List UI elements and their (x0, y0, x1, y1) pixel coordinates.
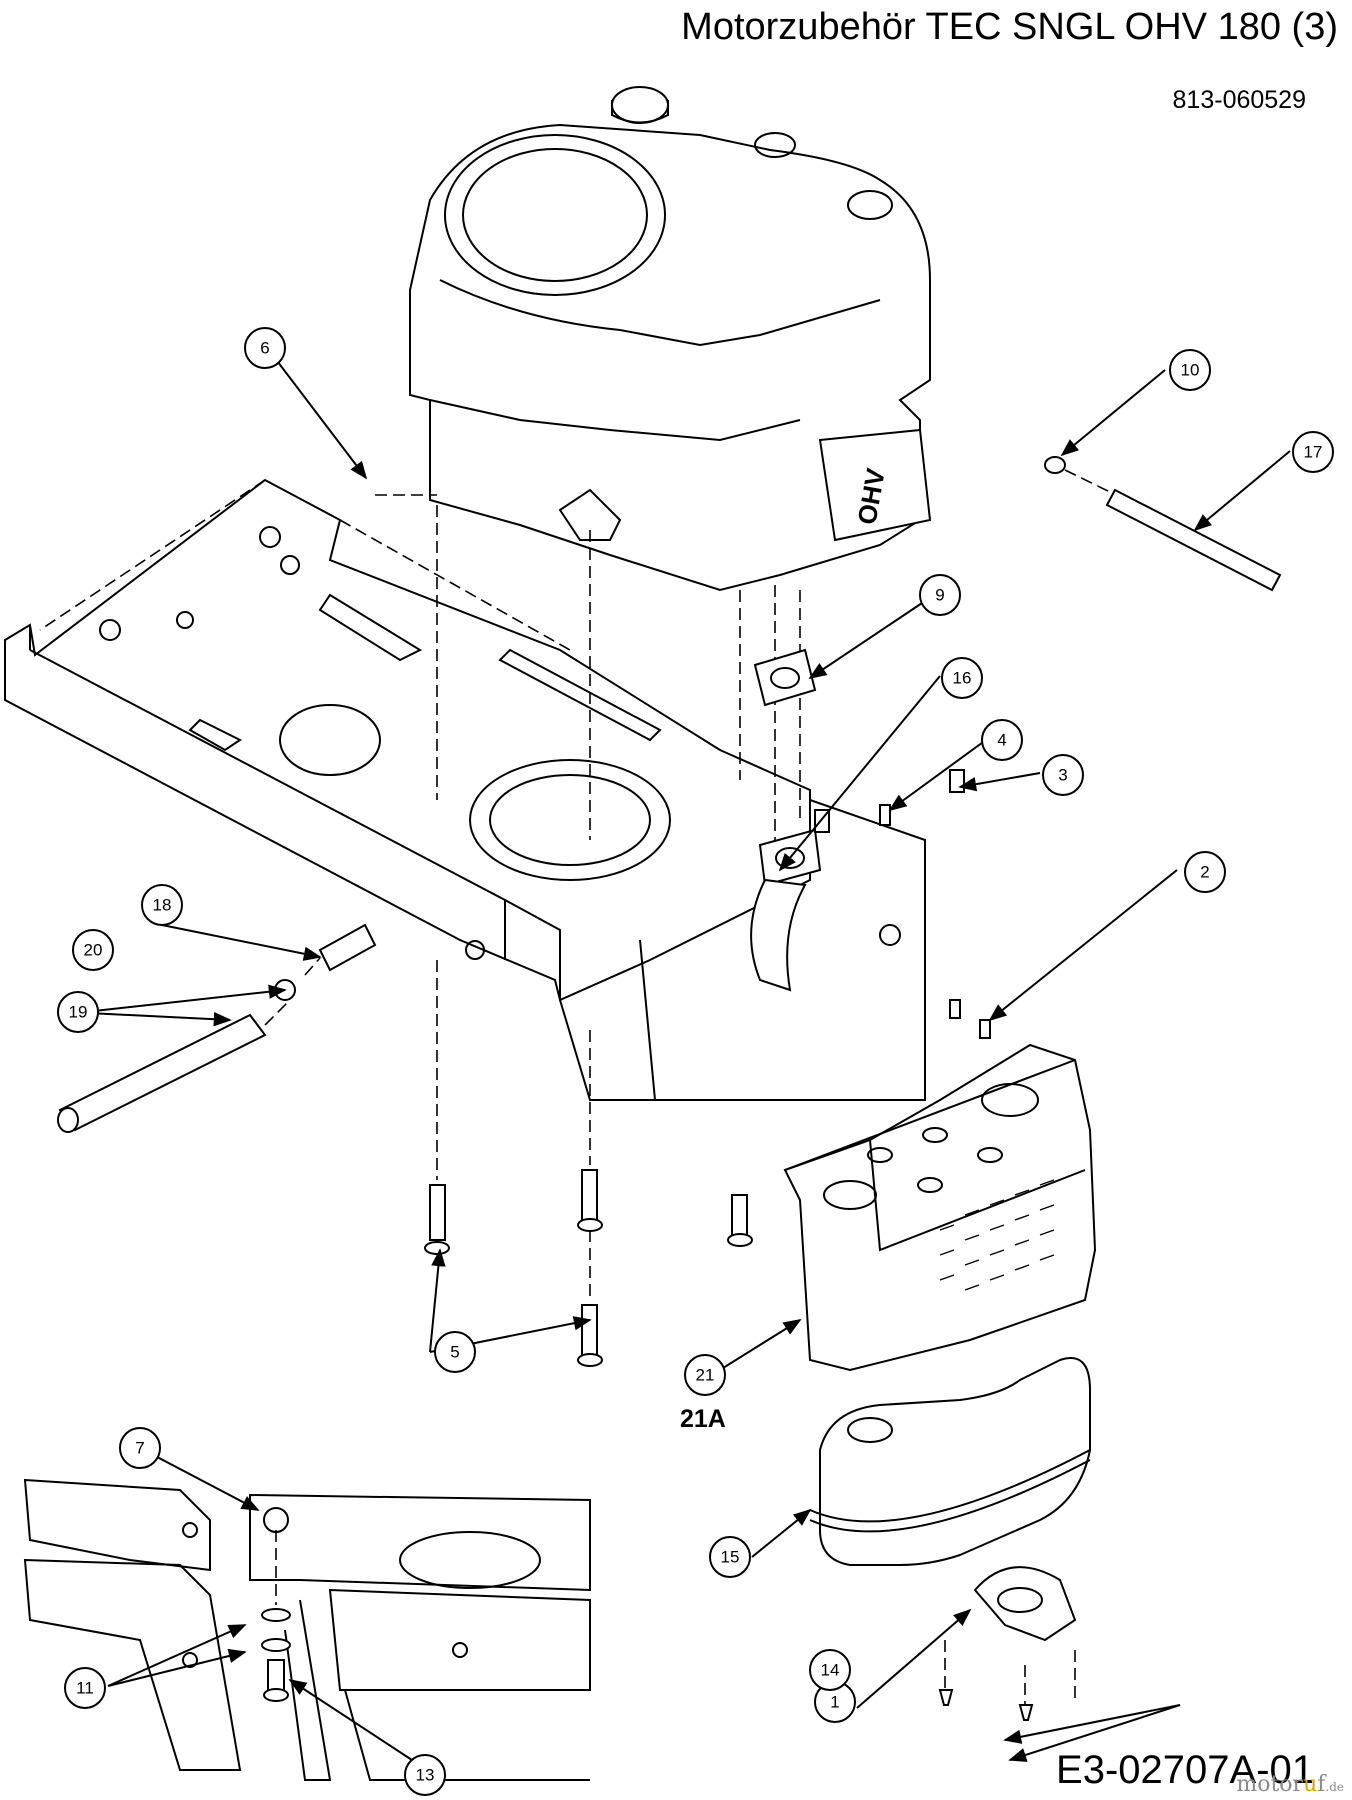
svg-text:7: 7 (135, 1439, 144, 1458)
svg-text:13: 13 (416, 1766, 435, 1785)
callout-19: 19 (57, 991, 99, 1033)
callout-3: 3 (1042, 754, 1084, 796)
svg-text:15: 15 (721, 1548, 740, 1567)
chassis-frame (4, 478, 926, 1101)
watermark-logo: motoruf.de (1236, 1772, 1344, 1797)
callout-13: 13 (404, 1754, 446, 1796)
svg-text:19: 19 (69, 1003, 88, 1022)
callout-14: 14 (809, 1649, 851, 1691)
callout-21: 21 (684, 1354, 726, 1396)
callout-20: 20 (72, 929, 114, 971)
axle-17 (1044, 456, 1282, 592)
svg-text:6: 6 (260, 339, 269, 358)
mount-bolts (424, 960, 753, 1367)
exhaust-gaskets (750, 648, 991, 1039)
callout-7: 7 (119, 1427, 161, 1469)
callout-17: 17 (1292, 431, 1334, 473)
callout-2: 2 (1184, 851, 1226, 893)
muffler-clamp (938, 1566, 1077, 1721)
svg-text:17: 17 (1304, 443, 1323, 462)
svg-text:3: 3 (1058, 766, 1067, 785)
svg-text:11: 11 (76, 1679, 94, 1698)
leader-lines (67, 344, 1291, 1763)
callout-10: 10 (1169, 349, 1211, 391)
svg-text:2: 2 (1200, 863, 1209, 882)
label-21a: 21A (680, 1405, 726, 1433)
svg-text:9: 9 (935, 586, 944, 605)
callout-15: 15 (709, 1536, 751, 1578)
diagram-title: Motorzubehör TEC SNGL OHV 180 (3) (681, 6, 1338, 48)
svg-text:14: 14 (821, 1661, 840, 1680)
diagram-number: E3-02707A-01 (1056, 1748, 1314, 1792)
svg-text:16: 16 (953, 669, 972, 688)
svg-text:5: 5 (450, 1343, 459, 1362)
callout-4: 4 (981, 719, 1023, 761)
engine-block: OHV (409, 86, 932, 592)
svg-text:18: 18 (153, 896, 172, 915)
svg-text:10: 10 (1181, 361, 1200, 380)
callout-16: 16 (941, 657, 983, 699)
callout-9: 9 (919, 574, 961, 616)
tube-parts (57, 923, 377, 1133)
svg-text:1: 1 (830, 1693, 839, 1712)
svg-text:20: 20 (84, 941, 103, 960)
svg-text:21: 21 (696, 1366, 715, 1385)
heat-shield (783, 1043, 1097, 1372)
inset-detail (23, 1478, 591, 1781)
callout-18: 18 (141, 884, 183, 926)
part-number: 813-060529 (1172, 86, 1306, 114)
muffler (809, 1357, 1091, 1566)
svg-text:4: 4 (997, 731, 1006, 750)
callout-11: 11 (64, 1667, 106, 1709)
callout-5: 5 (434, 1331, 476, 1373)
callout-6: 6 (244, 327, 286, 369)
